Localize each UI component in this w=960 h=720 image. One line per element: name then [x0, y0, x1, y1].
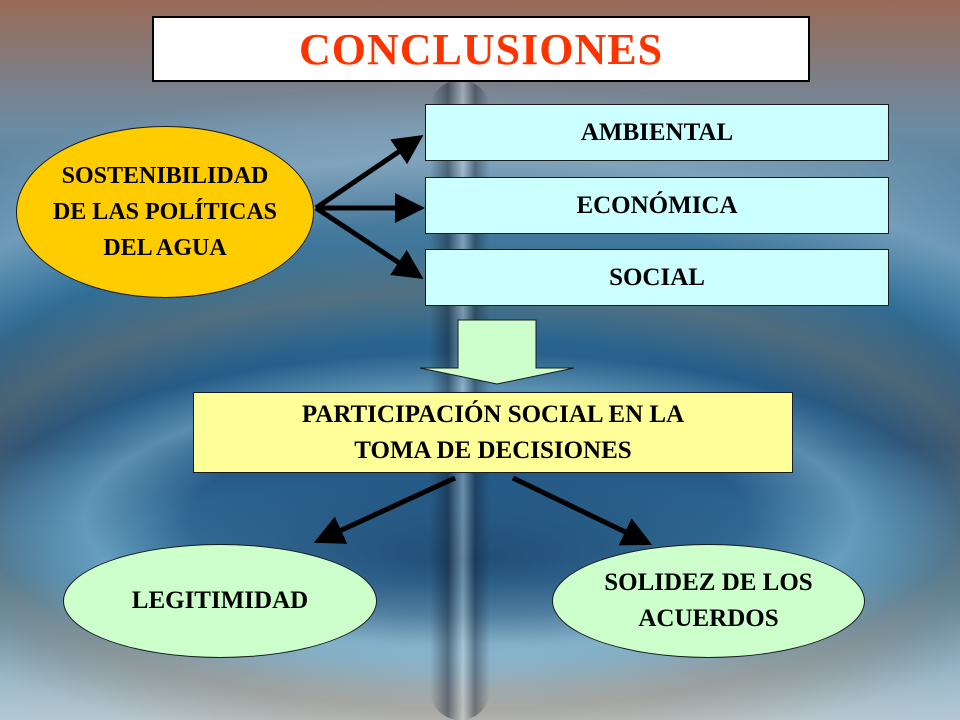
participation-box: PARTICIPACIÓN SOCIAL EN LA TOMA DE DECIS…	[193, 392, 793, 473]
sostenibilidad-line-3: DEL AGUA	[103, 235, 227, 261]
solidez-line-1: SOLIDEZ DE LOS	[604, 569, 813, 596]
sostenibilidad-line-1: SOSTENIBILIDAD	[61, 163, 269, 189]
arrow-to-solidez	[511, 475, 653, 546]
solidez-line-2: ACUERDOS	[638, 605, 779, 632]
arrow-to-ambiental	[314, 134, 424, 211]
sostenibilidad-ellipse: SOSTENIBILIDAD DE LAS POLÍTICAS DEL AGUA	[16, 126, 314, 298]
down-block-arrow	[419, 319, 575, 385]
solidez-ellipse: SOLIDEZ DE LOS ACUERDOS	[552, 544, 865, 658]
dimension-box-ambiental: AMBIENTAL	[425, 104, 889, 161]
participation-line-2: TOMA DE DECISIONES	[354, 436, 632, 464]
legitimidad-label: LEGITIMIDAD	[131, 587, 309, 614]
dimension-label-social: SOCIAL	[609, 263, 705, 291]
sostenibilidad-line-2: DE LAS POLÍTICAS	[52, 199, 278, 225]
arrow-to-legitimidad	[313, 475, 457, 544]
dimension-box-economica: ECONÓMICA	[425, 177, 889, 234]
participation-line-1: PARTICIPACIÓN SOCIAL EN LA	[301, 400, 685, 428]
dimension-box-social: SOCIAL	[425, 249, 889, 306]
arrow-to-social	[314, 205, 424, 279]
slide-title-text: CONCLUSIONES	[298, 24, 664, 74]
legitimidad-ellipse: LEGITIMIDAD	[63, 544, 377, 658]
dimension-label-economica: ECONÓMICA	[576, 191, 738, 219]
slide-title: CONCLUSIONES	[152, 16, 810, 82]
dimension-label-ambiental: AMBIENTAL	[580, 118, 734, 146]
